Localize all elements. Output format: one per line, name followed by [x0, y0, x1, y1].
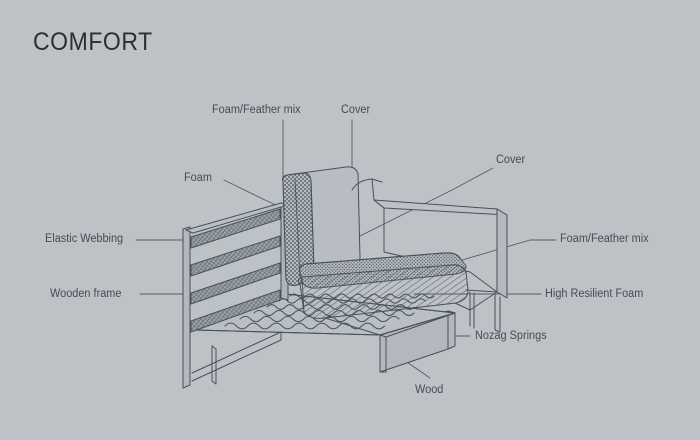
label-foam-feather-mix-right: Foam/Feather mix [560, 233, 649, 245]
label-high-resilient-foam: High Resilient Foam [545, 288, 644, 300]
label-elastic-webbing: Elastic Webbing [45, 233, 124, 245]
label-foam: Foam [184, 172, 212, 184]
label-cover-top: Cover [341, 104, 371, 116]
label-foam-feather-mix-top: Foam/Feather mix [212, 104, 301, 116]
label-nozag-springs: Nozag Springs [475, 330, 547, 342]
wood-base-frame [211, 310, 456, 385]
elastic-webbing-straps [190, 208, 281, 333]
label-cover-right: Cover [496, 154, 526, 166]
label-wooden-frame: Wooden frame [50, 288, 122, 300]
sofa-body-shell [351, 178, 508, 333]
page-title: COMFORT [33, 28, 153, 56]
label-wood: Wood [415, 384, 444, 396]
body-cover-lines [324, 289, 498, 336]
back-cushion [282, 166, 361, 286]
seat-cushion-cover-outline [299, 252, 461, 273]
